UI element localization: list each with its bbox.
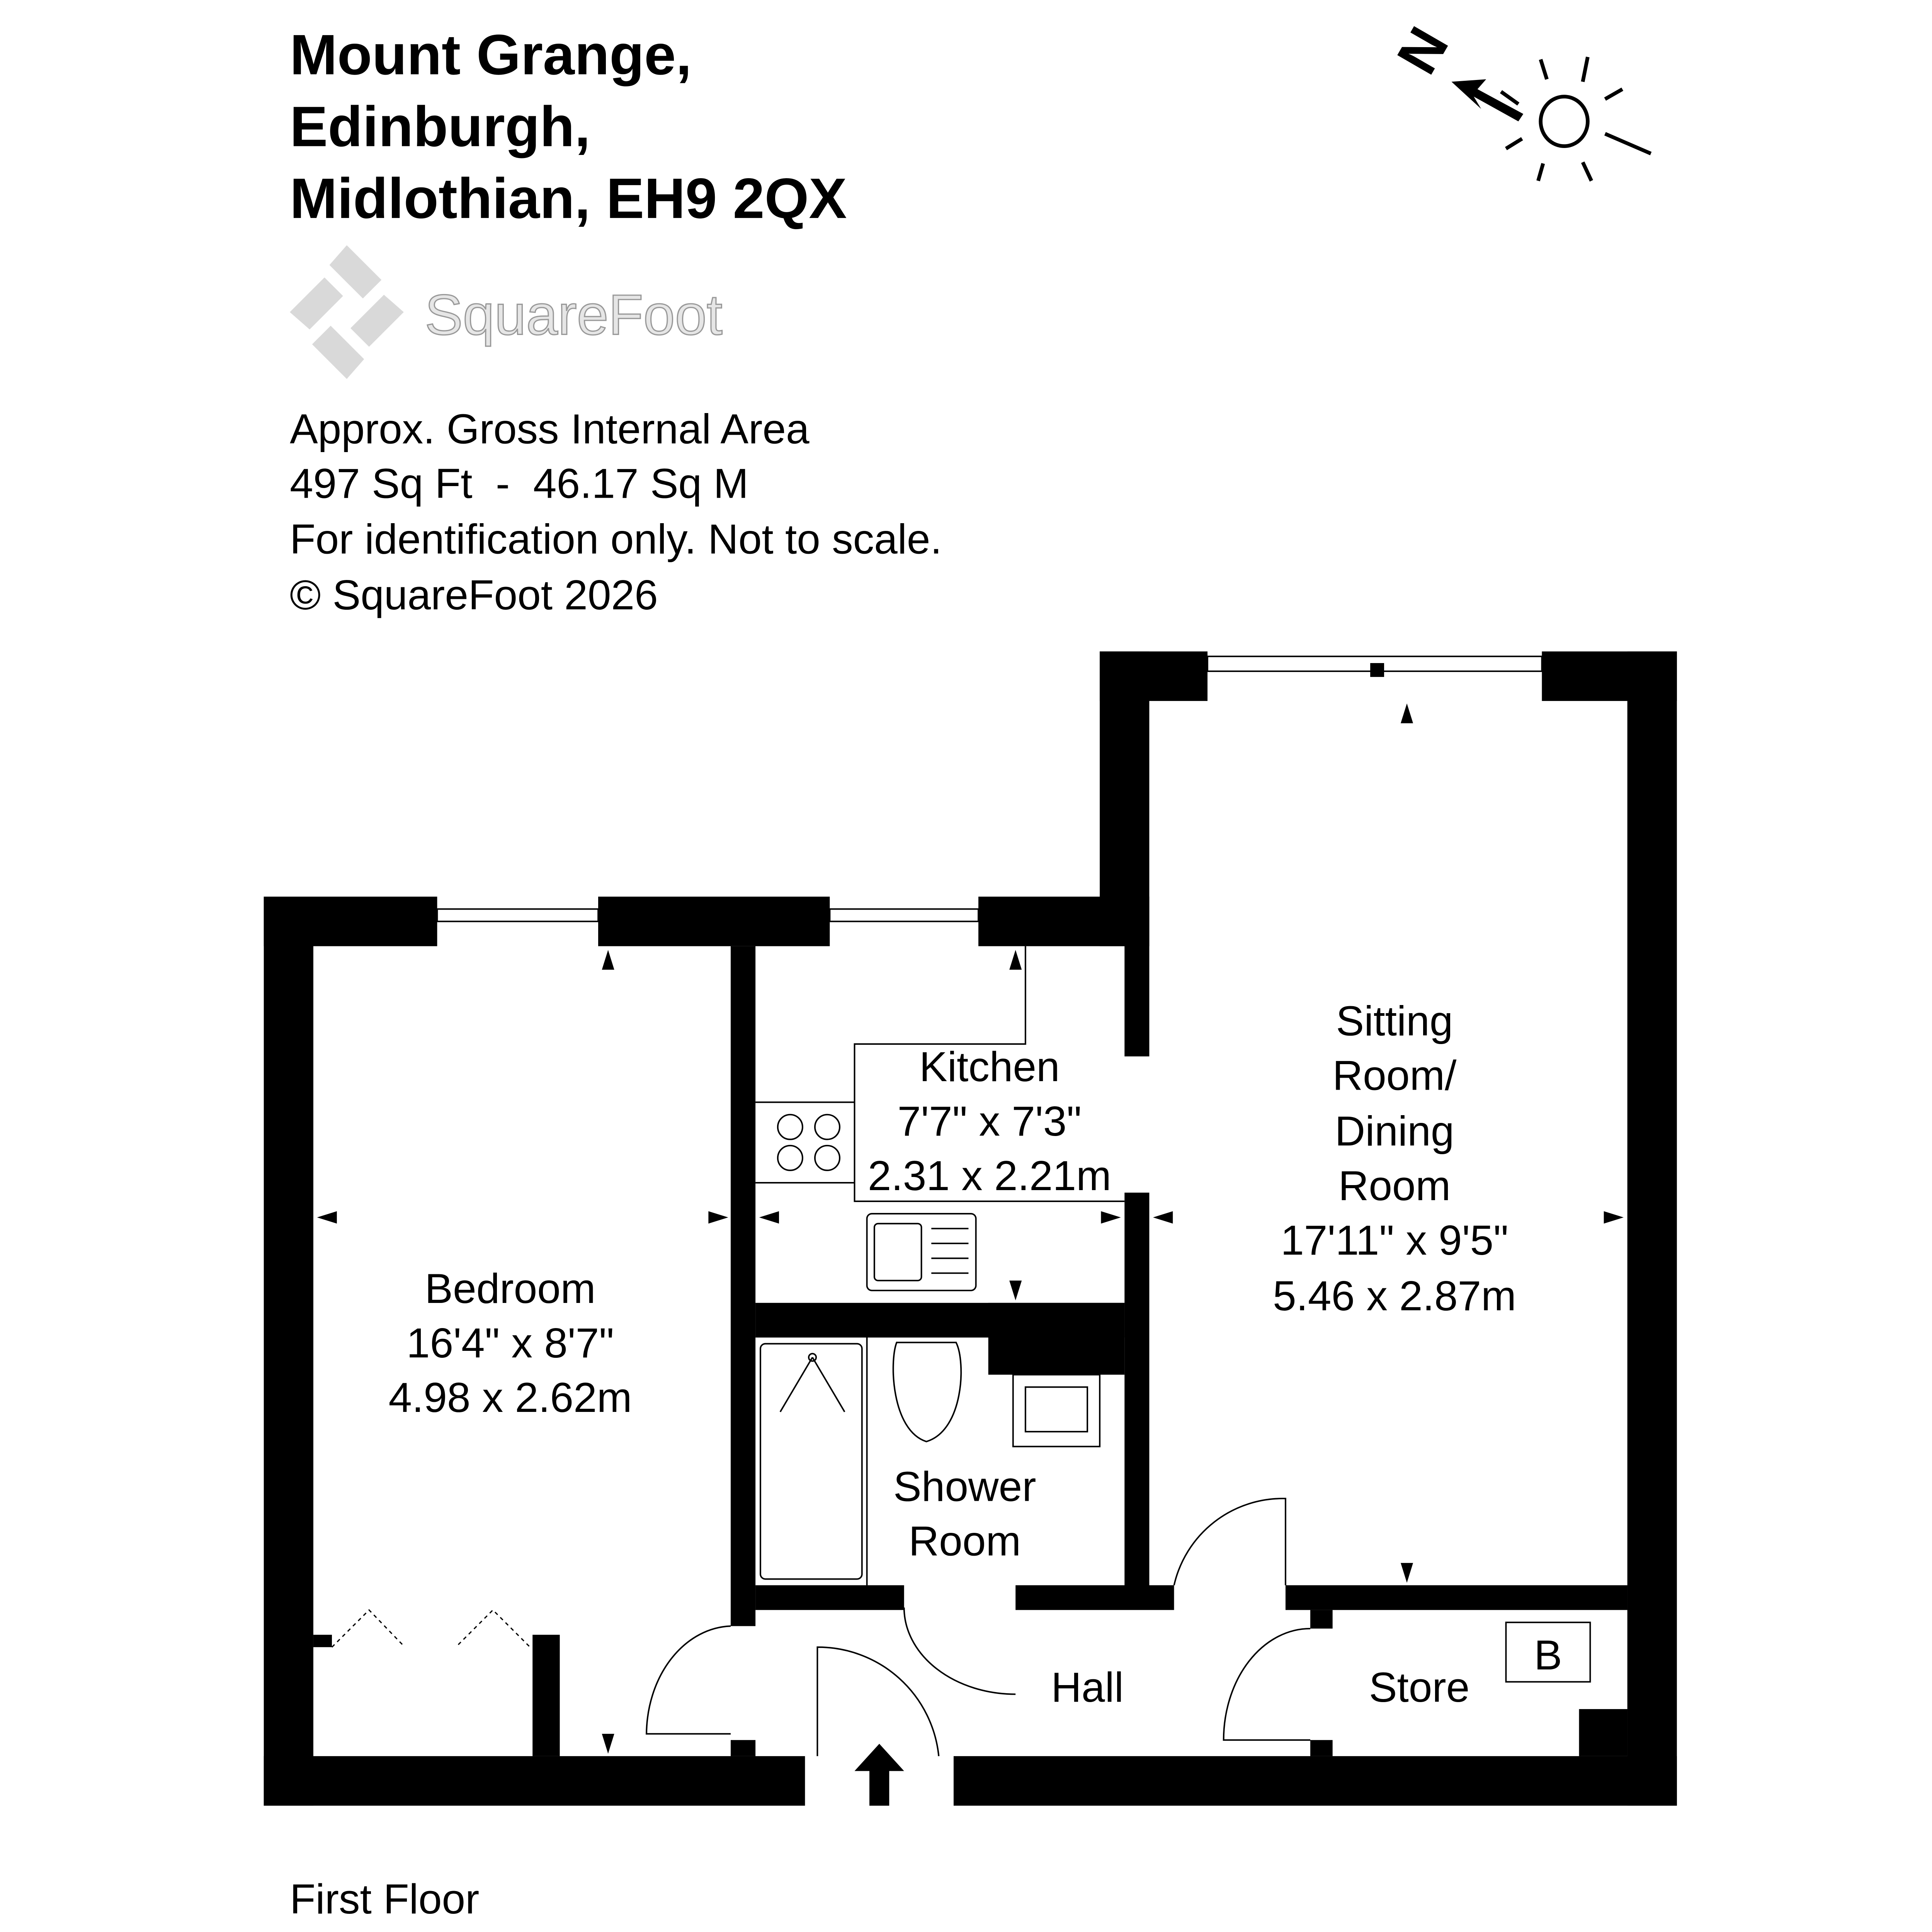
room-bedroom: Bedroom 16'4" x 8'7" 4.98 x 2.62m bbox=[389, 1265, 632, 1421]
shower-door[interactable] bbox=[903, 1607, 1016, 1695]
room-kitchen: Kitchen 7'7" x 7'3" 2.31 x 2.21m bbox=[868, 1043, 1111, 1199]
info-line-3: For identification only. Not to scale. bbox=[290, 516, 942, 563]
windows bbox=[436, 655, 1543, 922]
sitting-imperial: 17'11" x 9'5" bbox=[1281, 1217, 1509, 1264]
kitchen-metric: 2.31 x 2.21m bbox=[868, 1152, 1111, 1199]
dimension-arrows bbox=[317, 703, 1624, 1754]
kitchen-name: Kitchen bbox=[919, 1043, 1060, 1090]
compass-icon: N bbox=[1385, 17, 1652, 182]
entrance-arrow-icon bbox=[854, 1743, 904, 1806]
sitting-name-3: Dining bbox=[1335, 1108, 1454, 1155]
info-line-1: Approx. Gross Internal Area bbox=[290, 405, 810, 452]
address-line-3: Midlothian, EH9 2QX bbox=[290, 167, 847, 230]
sun-icon bbox=[1500, 56, 1652, 182]
hob-icon bbox=[777, 1114, 840, 1171]
shower-tray-icon bbox=[760, 1343, 863, 1580]
sitting-metric: 5.46 x 2.87m bbox=[1273, 1272, 1516, 1320]
area-info: Approx. Gross Internal Area 497 Sq Ft - … bbox=[290, 405, 942, 618]
address-line-2: Edinburgh, bbox=[290, 95, 590, 158]
bedroom-door[interactable] bbox=[646, 1625, 731, 1735]
north-letter: N bbox=[1385, 17, 1461, 84]
entrance-door[interactable] bbox=[816, 1646, 940, 1757]
shower-name-2: Room bbox=[908, 1518, 1021, 1565]
store-door[interactable] bbox=[1223, 1628, 1311, 1741]
store-name: Store bbox=[1369, 1664, 1469, 1711]
toilet-icon bbox=[892, 1342, 962, 1442]
logo-text: SquareFoot bbox=[425, 283, 722, 347]
north-arrow-icon bbox=[1451, 79, 1524, 122]
sitting-name-4: Room bbox=[1338, 1162, 1451, 1209]
info-line-2: 497 Sq Ft - 46.17 Sq M bbox=[290, 460, 748, 507]
boiler-box bbox=[1505, 1621, 1591, 1683]
squarefoot-logo: SquareFoot bbox=[290, 245, 723, 379]
bedroom-name: Bedroom bbox=[425, 1265, 595, 1312]
floor-label: First Floor bbox=[290, 1876, 479, 1923]
sink-icon bbox=[866, 1213, 977, 1291]
room-sitting: Sitting Room/ Dining Room 17'11" x 9'5" … bbox=[1273, 997, 1516, 1320]
walls bbox=[264, 651, 1677, 1806]
sitting-name-2: Room/ bbox=[1332, 1052, 1457, 1099]
basin-icon bbox=[1012, 1374, 1101, 1447]
info-line-4: © SquareFoot 2026 bbox=[290, 571, 658, 619]
address-line-1: Mount Grange, bbox=[290, 23, 692, 87]
shower-name-1: Shower bbox=[893, 1463, 1036, 1510]
address: Mount Grange, Edinburgh, Midlothian, EH9… bbox=[290, 23, 847, 230]
fixtures bbox=[317, 703, 1624, 1806]
hall-name: Hall bbox=[1051, 1664, 1124, 1711]
sitting-name-1: Sitting bbox=[1336, 997, 1453, 1044]
kitchen-window bbox=[829, 908, 979, 922]
bedroom-window bbox=[436, 908, 599, 922]
bedroom-imperial: 16'4" x 8'7" bbox=[406, 1320, 614, 1367]
room-shower: Shower Room bbox=[893, 1463, 1036, 1565]
kitchen-imperial: 7'7" x 7'3" bbox=[898, 1098, 1082, 1145]
bedroom-metric: 4.98 x 2.62m bbox=[389, 1374, 632, 1421]
boiler-label: B bbox=[1534, 1632, 1562, 1679]
sitting-door[interactable] bbox=[1173, 1498, 1286, 1585]
